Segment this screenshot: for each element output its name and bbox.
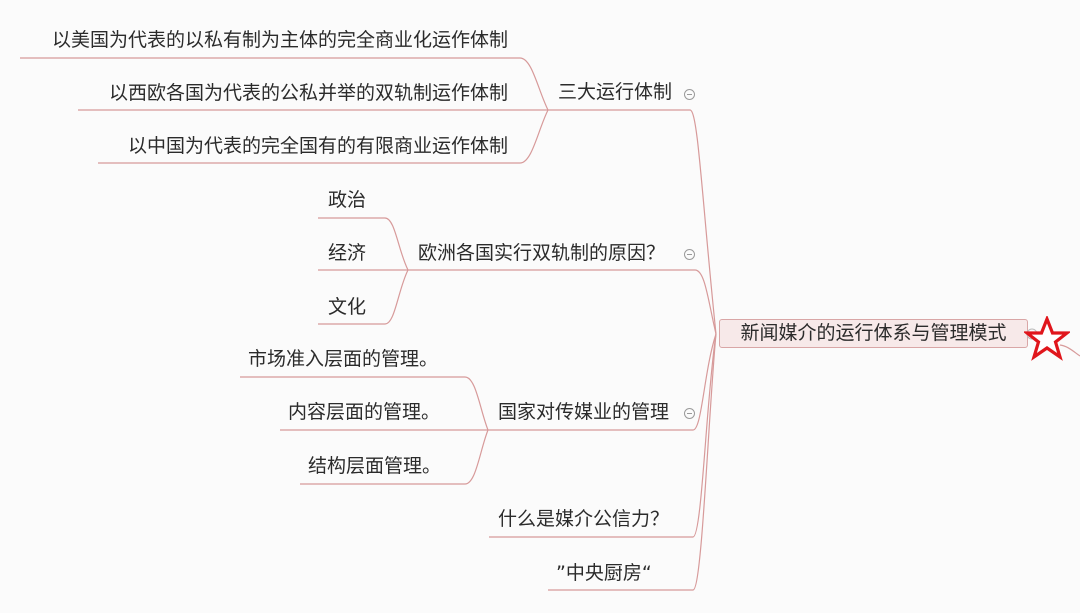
leaf-node[interactable]: 内容层面的管理。 (288, 400, 440, 424)
leaf-node[interactable]: 经济 (328, 241, 366, 265)
root-label: 新闻媒介的运行体系与管理模式 (740, 322, 1007, 344)
star-icon[interactable] (1024, 316, 1070, 362)
branch-label: 欧洲各国实行双轨制的原因？ (418, 242, 666, 264)
leaf-node[interactable]: 政治 (328, 188, 366, 212)
branch-label: ”中央厨房“ (556, 562, 652, 584)
leaf-node[interactable]: 结构层面管理。 (308, 454, 441, 478)
collapse-toggle-icon[interactable] (684, 249, 695, 260)
branch-node-dual-track-reasons[interactable]: 欧洲各国实行双轨制的原因？ (418, 241, 665, 265)
root-topic[interactable]: 新闻媒介的运行体系与管理模式 (719, 319, 1028, 348)
leaf-label: 以西欧各国为代表的公私并举的双轨制运作体制 (108, 82, 508, 104)
leaf-label: 以美国为代表的以私有制为主体的完全商业化运作体制 (51, 29, 508, 51)
leaf-node[interactable]: 以中国为代表的完全国有的有限商业运作体制 (80, 134, 508, 158)
branch-label: 什么是媒介公信力？ (498, 508, 670, 530)
branch-node-central-kitchen[interactable]: ”中央厨房“ (556, 561, 652, 585)
leaf-label: 经济 (328, 242, 367, 264)
leaf-node[interactable]: 文化 (328, 295, 366, 319)
leaf-label: 以中国为代表的完全国有的有限商业运作体制 (127, 135, 508, 157)
leaf-label: 市场准入层面的管理。 (248, 348, 439, 370)
collapse-toggle-icon[interactable] (684, 408, 695, 419)
leaf-label: 内容层面的管理。 (288, 401, 441, 423)
branch-node-media-credibility[interactable]: 什么是媒介公信力？ (498, 507, 669, 531)
leaf-node[interactable]: 以美国为代表的以私有制为主体的完全商业化运作体制 (28, 28, 508, 52)
branch-label: 国家对传媒业的管理 (498, 401, 670, 423)
leaf-node[interactable]: 市场准入层面的管理。 (248, 347, 438, 371)
leaf-label: 政治 (328, 189, 367, 211)
leaf-label: 文化 (328, 296, 367, 318)
leaf-node[interactable]: 以西欧各国为代表的公私并举的双轨制运作体制 (60, 81, 508, 105)
branch-node-operating-systems[interactable]: 三大运行体制 (520, 80, 718, 104)
collapse-toggle-icon[interactable] (684, 89, 695, 100)
branch-node-state-media-management[interactable]: 国家对传媒业的管理 (498, 400, 669, 424)
leaf-label: 结构层面管理。 (308, 455, 442, 477)
branch-label: 三大运行体制 (558, 81, 673, 103)
